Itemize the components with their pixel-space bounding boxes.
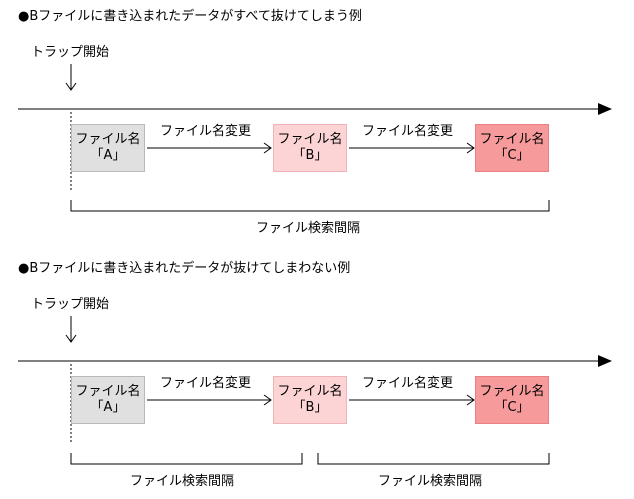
- rename-arrowhead-bc: [466, 394, 475, 406]
- file-box-name: 「B」: [292, 400, 328, 415]
- file-box-a: ファイル名 「A」: [71, 376, 145, 424]
- interval-bracket: [70, 200, 550, 212]
- rename-label-ab: ファイル名変更: [160, 124, 252, 139]
- interval-label-1: ファイル検索間隔: [130, 474, 235, 489]
- rename-label-bc: ファイル名変更: [362, 124, 454, 139]
- file-box-label: ファイル名: [479, 132, 545, 147]
- interval-label: ファイル検索間隔: [256, 221, 361, 236]
- interval-label-2: ファイル検索間隔: [378, 474, 483, 489]
- file-box-c: ファイル名 「C」: [475, 124, 549, 172]
- file-box-label: ファイル名: [75, 384, 141, 399]
- file-box-b: ファイル名 「B」: [273, 376, 347, 424]
- trap-start-label: トラップ開始: [31, 45, 110, 60]
- rename-label-ab: ファイル名変更: [160, 376, 252, 391]
- example1-heading: ●Bファイルに書き込まれたデータがすべて抜けてしまう例: [18, 9, 362, 24]
- timeline-arrowhead: [598, 103, 612, 115]
- rename-arrowhead-ab: [263, 394, 272, 406]
- trap-start-label: トラップ開始: [31, 297, 110, 312]
- interval-bracket-2: [317, 453, 550, 465]
- file-box-a: ファイル名 「A」: [71, 124, 145, 172]
- rename-arrowhead-ab: [263, 142, 272, 154]
- interval-bracket-1: [70, 453, 303, 465]
- file-box-name: 「A」: [90, 400, 126, 415]
- trap-start-arrowhead: [65, 82, 77, 91]
- file-box-name: 「C」: [494, 400, 530, 415]
- example1-lines: [18, 64, 612, 212]
- file-box-c: ファイル名 「C」: [475, 376, 549, 424]
- rename-arrowhead-bc: [466, 142, 475, 154]
- file-box-b: ファイル名 「B」: [273, 124, 347, 172]
- file-box-name: 「B」: [292, 148, 328, 163]
- rename-label-bc: ファイル名変更: [362, 376, 454, 391]
- timeline-arrowhead: [598, 355, 612, 367]
- file-box-label: ファイル名: [75, 132, 141, 147]
- file-box-name: 「A」: [90, 148, 126, 163]
- file-box-label: ファイル名: [479, 384, 545, 399]
- file-box-name: 「C」: [494, 148, 530, 163]
- example2-heading: ●Bファイルに書き込まれたデータが抜けてしまわない例: [18, 261, 351, 276]
- file-box-label: ファイル名: [277, 132, 343, 147]
- file-box-label: ファイル名: [277, 384, 343, 399]
- trap-start-arrowhead: [65, 334, 77, 343]
